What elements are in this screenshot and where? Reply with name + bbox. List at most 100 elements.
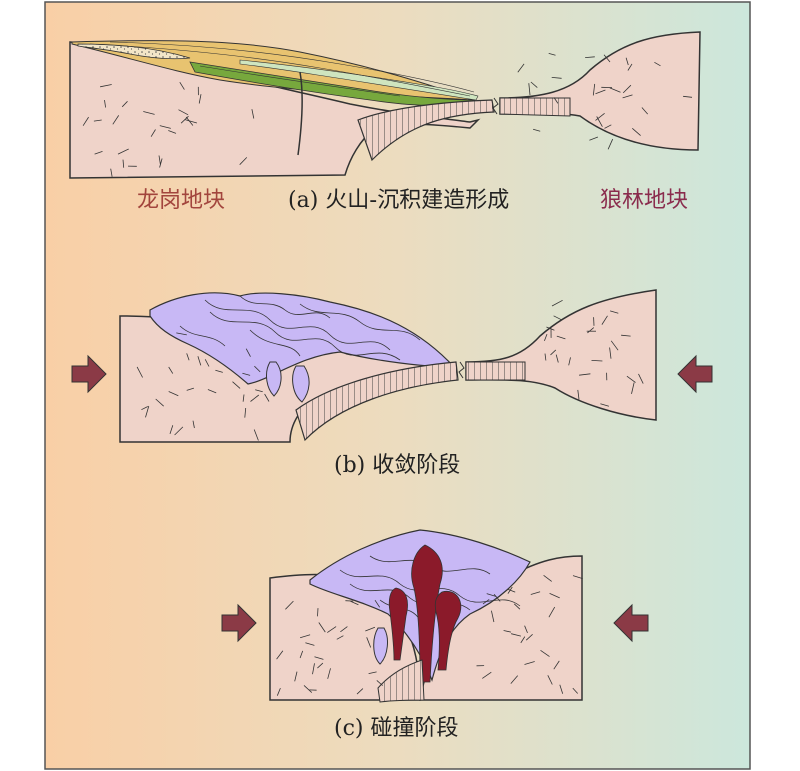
texture-dash <box>525 634 533 641</box>
texture-dash <box>198 94 202 104</box>
granite-intrusion-2 <box>434 590 462 671</box>
texture-dash <box>555 354 559 363</box>
texture-dash <box>544 333 548 342</box>
texture-dash <box>603 54 611 63</box>
texture-dash <box>242 394 245 402</box>
texture-dash <box>609 87 621 93</box>
texture-dash <box>317 662 324 669</box>
texture-dash <box>683 95 693 98</box>
texture-dash <box>589 136 599 141</box>
texture-dash <box>595 112 605 121</box>
texture-dash <box>543 574 552 582</box>
texture-dash <box>254 365 261 373</box>
texture-dash <box>486 593 497 597</box>
subducting-slab-a <box>357 99 495 162</box>
texture-dash <box>524 661 535 665</box>
texture-dash <box>654 61 661 67</box>
texture-dash <box>609 310 619 314</box>
sediment-layer-lines-a <box>89 41 475 97</box>
texture-dash <box>185 119 198 124</box>
texture-dash <box>204 359 210 367</box>
texture-dash <box>591 360 603 362</box>
texture-dash <box>530 591 541 595</box>
texture-dash <box>186 353 190 361</box>
texture-dash <box>546 326 555 331</box>
texture-dash <box>122 159 125 168</box>
crust-texture <box>82 53 693 696</box>
texture-dash <box>532 128 541 132</box>
stage-b-illustration <box>71 289 713 443</box>
arrow-left-icon <box>677 354 713 394</box>
texture-dash <box>179 81 185 90</box>
texture-dash <box>250 394 260 402</box>
texture-dash <box>255 389 263 393</box>
texture-dash <box>317 608 319 617</box>
texture-dash <box>609 347 612 359</box>
texture-dash <box>251 109 255 119</box>
folded-sediment-b <box>149 292 457 385</box>
texture-dash <box>197 356 202 366</box>
texture-dash <box>621 334 631 337</box>
texture-dash <box>145 405 150 418</box>
texture-dash <box>340 626 348 633</box>
texture-dash <box>174 426 184 436</box>
texture-dash <box>110 168 113 177</box>
dike-a <box>297 71 303 156</box>
texture-dash <box>303 685 313 693</box>
texture-dash <box>530 81 538 88</box>
texture-dash <box>104 100 106 108</box>
texture-dash <box>528 83 531 96</box>
texture-dash <box>245 348 251 357</box>
stage-a-letter: (a) <box>288 188 319 213</box>
texture-dash <box>117 148 129 155</box>
pluton-b-1 <box>266 361 282 397</box>
texture-dash <box>595 89 606 95</box>
texture-dash <box>305 642 315 646</box>
texture-dash <box>579 373 591 376</box>
texture-dash <box>622 84 632 94</box>
texture-dash <box>600 403 610 407</box>
texture-dash <box>136 366 143 378</box>
texture-dash <box>276 687 281 696</box>
left-block-label: 龙岗地块 <box>137 188 226 213</box>
texture-dash <box>510 675 519 684</box>
texture-dash <box>112 115 120 125</box>
texture-dash <box>169 425 174 435</box>
texture-dash <box>168 366 174 374</box>
texture-dash <box>511 633 521 637</box>
texture-dash <box>141 406 148 411</box>
texture-dash <box>482 599 490 605</box>
texture-dash <box>568 357 571 366</box>
texture-dash <box>513 603 521 610</box>
texture-dash <box>365 626 376 632</box>
texture-dash <box>318 622 326 633</box>
texture-dash <box>524 625 528 634</box>
texture-dash <box>299 650 304 659</box>
texture-dash <box>159 158 163 168</box>
texture-dash <box>232 381 241 389</box>
texture-dash <box>168 130 177 134</box>
stage-c-illustration <box>221 529 649 703</box>
texture-dash <box>549 593 560 599</box>
arrow-right-icon-c <box>221 603 257 643</box>
texture-dash <box>577 389 580 400</box>
texture-dash <box>100 84 112 88</box>
texture-dash <box>327 626 337 633</box>
texture-dash <box>553 660 560 670</box>
texture-dash <box>82 116 89 126</box>
texture-dash <box>350 600 359 606</box>
texture-dash <box>285 600 294 610</box>
texture-dash <box>215 369 223 373</box>
texture-dash <box>314 656 324 660</box>
texture-dash <box>601 315 608 325</box>
texture-dash <box>168 391 179 397</box>
stage-c-title: 碰撞阶段 <box>370 716 459 741</box>
texture-dash <box>294 671 298 682</box>
texture-dash <box>207 389 217 394</box>
texture-dash <box>93 119 102 122</box>
texture-dash <box>604 124 612 129</box>
texture-dash <box>503 630 512 633</box>
texture-dash <box>159 125 171 129</box>
